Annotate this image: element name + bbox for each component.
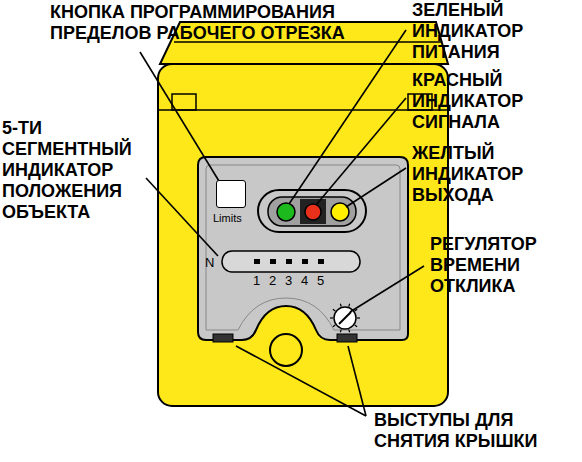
led-separator [300, 199, 326, 224]
red-led [305, 204, 321, 220]
position-letter: N [205, 256, 214, 270]
segment-dots [254, 259, 324, 264]
leader-line [289, 30, 406, 204]
limits-button: Limits [216, 180, 246, 208]
housing [158, 64, 448, 406]
callout-label: ВЫСТУПЫ ДЛЯ СНЯТИЯ КРЫШКИ [374, 410, 564, 452]
segment-number: 5 [317, 274, 324, 288]
dial-slot [339, 312, 351, 324]
dial-tick [333, 325, 335, 327]
callout-label: 5-ТИ СЕГМЕНТНЫЙ ИНДИКАТОР ПОЛОЖЕНИЯ ОБЪЕ… [2, 118, 142, 223]
segment-dot [270, 259, 276, 264]
segment-dot [302, 259, 308, 264]
leader-line [348, 346, 366, 416]
leader-line [316, 98, 406, 205]
callout-label: КНОПКА ПРОГРАММИРОВАНИЯ ПРЕДЕЛОВ РАБОЧЕГ… [50, 2, 380, 44]
segment-number: 3 [285, 274, 292, 288]
cover-tab [213, 334, 233, 342]
segment-dot [286, 259, 292, 264]
dial-tick [348, 304, 350, 307]
dial-tick [355, 325, 357, 327]
callout-label: ЗЕЛЕНЫЙ ИНДИКАТОР ПИТАНИЯ [412, 0, 577, 63]
lid-joint [158, 109, 448, 111]
green-led [277, 203, 295, 221]
cover-tab [337, 334, 357, 342]
callout-label: ЖЕЛТЫЙ ИНДИКАТОР ВЫХОДА [412, 143, 577, 206]
dial-tick [348, 329, 350, 332]
segment-bar [222, 251, 360, 272]
leader-line [140, 52, 222, 186]
segment-number: 1 [253, 274, 260, 288]
hinge [172, 94, 196, 110]
leader-lines [140, 30, 424, 416]
segment-dot [318, 259, 324, 264]
leader-line [350, 266, 424, 312]
button-label: Limits [213, 212, 242, 224]
leader-line [146, 178, 218, 256]
dial-tick [330, 317, 333, 318]
segment-dot [254, 259, 260, 264]
dial-tick [340, 329, 342, 332]
led-window [268, 197, 356, 226]
leader-line [346, 168, 406, 207]
callout-label: КРАСНЫЙ ИНДИКАТОР СИГНАЛА [412, 70, 577, 133]
dial-tick [340, 304, 342, 307]
callout-label: РЕГУЛЯТОР ВРЕМЕНИ ОТКЛИКА [430, 234, 578, 297]
screw-boss [270, 334, 302, 366]
leader-line [236, 346, 366, 416]
segment-number: 4 [301, 274, 308, 288]
yellow-led [331, 203, 349, 221]
segment-number: 2 [269, 274, 276, 288]
panel-inner-edge [206, 165, 400, 330]
led-housing [258, 190, 366, 232]
dial-tick [333, 309, 335, 311]
dial-tick [357, 317, 360, 318]
